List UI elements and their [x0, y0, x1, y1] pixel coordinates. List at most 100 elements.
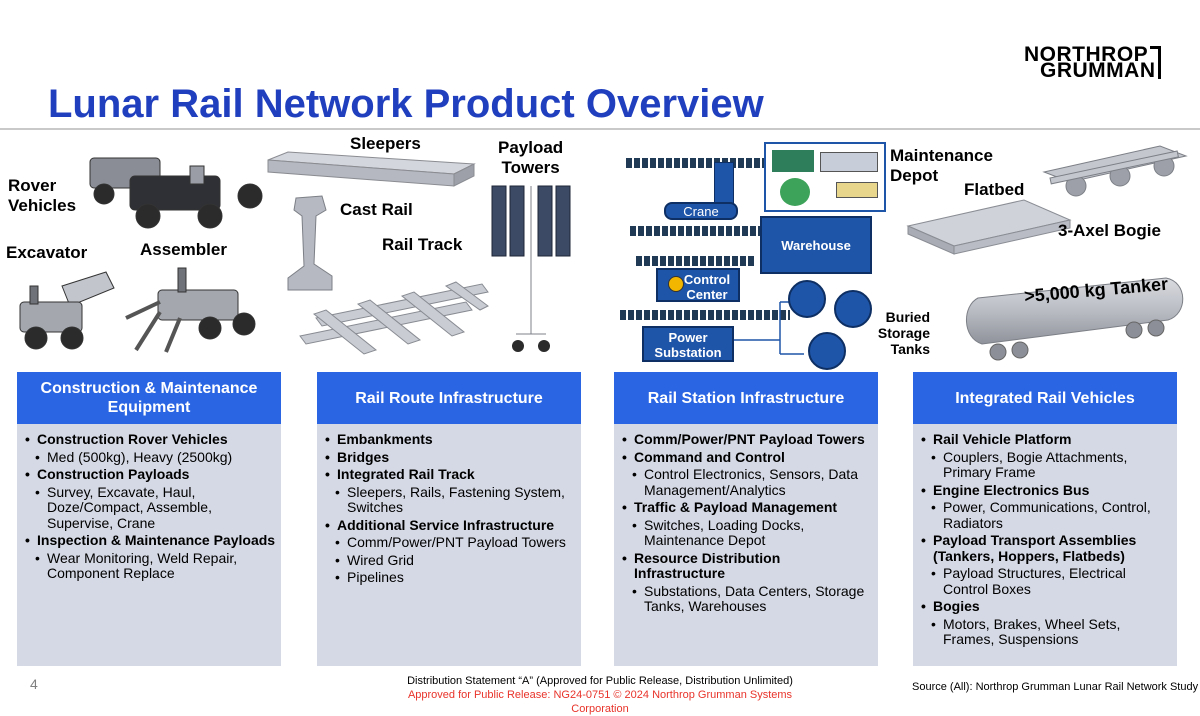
storage-tank-3 — [808, 332, 846, 370]
crane-box: Crane — [664, 202, 738, 220]
maintenance-depot-diagram — [764, 142, 886, 212]
column-list: Rail Vehicle PlatformCouplers, Bogie Att… — [919, 430, 1173, 648]
payload-towers-line-2: Towers — [501, 158, 560, 177]
column-list: Comm/Power/PNT Payload TowersCommand and… — [620, 430, 874, 615]
bullet-item: Integrated Rail Track — [323, 466, 577, 483]
flatbed-label: Flatbed — [964, 180, 1025, 199]
page-number: 4 — [30, 676, 38, 692]
bullet-item: Embankments — [323, 431, 577, 448]
rail-chain-3 — [636, 256, 756, 266]
rover-label-line-1: Rover — [8, 176, 57, 195]
column-header: Rail Station Infrastructure — [614, 372, 878, 424]
bullet-item: Bridges — [323, 449, 577, 466]
source-note: Source (All): Northrop Grumman Lunar Rai… — [912, 681, 1199, 693]
buried-tanks-line-2: Storage — [877, 325, 930, 341]
rail-chain-4 — [620, 310, 790, 320]
sub-bullet-item: Substations, Data Centers, Storage Tanks… — [620, 583, 874, 615]
payload-tower-illustration — [491, 185, 571, 352]
rail-track-illustration — [299, 281, 489, 355]
maintenance-depot-line-1: Maintenance — [890, 146, 993, 165]
buried-storage-tanks-label: Buried Storage Tanks — [868, 309, 930, 357]
maintenance-depot-label: Maintenance Depot — [890, 146, 993, 186]
depot-machine-3 — [836, 182, 878, 198]
storage-tank-2 — [834, 290, 872, 328]
cast-rail-label: Cast Rail — [340, 200, 413, 219]
column-construction: Construction & Maintenance Equipment Con… — [17, 372, 281, 666]
column-list: Construction Rover VehiclesMed (500kg), … — [23, 430, 277, 582]
depot-machine-1 — [772, 150, 814, 172]
distribution-statement: Distribution Statement “A” (Approved for… — [400, 674, 800, 716]
payload-towers-line-1: Payload — [498, 138, 564, 157]
column-rail-station: Rail Station Infrastructure Comm/Power/P… — [614, 372, 878, 666]
power-substation-line-2: Substation — [654, 345, 722, 360]
sub-bullet-item: Sleepers, Rails, Fastening System, Switc… — [323, 484, 577, 516]
bullet-item: Rail Vehicle Platform — [919, 431, 1173, 448]
payload-towers-label: Payload Towers — [498, 138, 563, 178]
bullet-item: Engine Electronics Bus — [919, 482, 1173, 499]
bullet-item: Inspection & Maintenance Payloads — [23, 532, 277, 549]
tank-connectors — [734, 301, 804, 355]
buried-tanks-line-3: Tanks — [890, 341, 930, 357]
bullet-item: Command and Control — [620, 449, 874, 466]
rail-track-label: Rail Track — [382, 235, 463, 254]
excavator-label: Excavator — [6, 243, 88, 262]
approval-text: Approved for Public Release: NG24-0751 ©… — [407, 689, 793, 715]
depot-gear — [780, 178, 810, 206]
logo-line-2: GRUMMAN — [1040, 59, 1156, 82]
bullet-item: Bogies — [919, 598, 1173, 615]
distribution-text: Distribution Statement “A” (Approved for… — [407, 675, 793, 687]
logo-line-1: NORTHROP — [1024, 43, 1149, 66]
assembler-illustration — [125, 267, 256, 353]
sub-bullet-item: Comm/Power/PNT Payload Towers — [323, 534, 577, 551]
sub-bullet-item: Survey, Excavate, Haul, Doze/Compact, As… — [23, 484, 277, 532]
sub-bullet-item: Switches, Loading Docks, Maintenance Dep… — [620, 517, 874, 549]
rail-chain-2 — [630, 226, 760, 236]
warehouse-box: Warehouse — [760, 216, 872, 274]
rail-chain-1 — [626, 158, 766, 168]
power-substation-box: Power Substation — [642, 326, 734, 362]
sub-bullet-item: Couplers, Bogie Attachments, Primary Fra… — [919, 449, 1173, 481]
bullet-item: Payload Transport Assemblies (Tankers, H… — [919, 532, 1173, 564]
control-center-indicator — [668, 276, 684, 292]
sleepers-label: Sleepers — [350, 134, 421, 153]
bullet-item: Construction Rover Vehicles — [23, 431, 277, 448]
logo-bracket — [1158, 46, 1161, 79]
flatbed-illustration — [906, 199, 1072, 255]
maintenance-depot-line-2: Depot — [890, 166, 939, 185]
sub-bullet-item: Wear Monitoring, Weld Repair, Component … — [23, 550, 277, 582]
sleeper-illustration — [267, 151, 476, 187]
tanker-illustration — [965, 277, 1184, 361]
rover-vehicles-label: Rover Vehicles — [8, 176, 76, 216]
bogie-label: 3-Axel Bogie — [1058, 221, 1161, 240]
column-header: Integrated Rail Vehicles — [913, 372, 1177, 424]
logo-bracket-top — [1150, 46, 1161, 49]
control-center-line-2: Center — [686, 287, 728, 302]
bullet-item: Comm/Power/PNT Payload Towers — [620, 431, 874, 448]
sub-bullet-item: Motors, Brakes, Wheel Sets, Frames, Susp… — [919, 616, 1173, 648]
sub-bullet-item: Med (500kg), Heavy (2500kg) — [23, 449, 277, 466]
sub-bullet-item: Power, Communications, Control, Radiator… — [919, 499, 1173, 531]
sub-bullet-item: Control Electronics, Sensors, Data Manag… — [620, 466, 874, 498]
cast-rail-illustration — [287, 195, 333, 291]
column-header: Rail Route Infrastructure — [317, 372, 581, 424]
storage-tank-1 — [788, 280, 826, 318]
column-header: Construction & Maintenance Equipment — [17, 372, 281, 424]
bullet-item: Resource Distribution Infrastructure — [620, 550, 874, 582]
bullet-item: Construction Payloads — [23, 466, 277, 483]
title-divider — [0, 128, 1200, 130]
assembler-label: Assembler — [140, 240, 227, 259]
bullet-item: Additional Service Infrastructure — [323, 517, 577, 534]
bogie-illustration — [1042, 145, 1188, 197]
column-rail-route: Rail Route Infrastructure EmbankmentsBri… — [317, 372, 581, 666]
northrop-grumman-logo: NORTHROP GRUMMAN — [1024, 43, 1164, 82]
rover-label-line-2: Vehicles — [8, 196, 77, 215]
sub-bullet-item: Pipelines — [323, 569, 577, 586]
sub-bullet-item: Payload Structures, Electrical Control B… — [919, 565, 1173, 597]
control-center-line-1: Control — [683, 272, 731, 287]
sub-bullet-item: Wired Grid — [323, 552, 577, 569]
rover-vehicles-illustration — [89, 157, 263, 229]
power-substation-line-1: Power — [668, 330, 708, 345]
excavator-illustration — [19, 271, 115, 350]
depot-machine-2 — [820, 152, 878, 172]
buried-tanks-line-1: Buried — [885, 309, 930, 325]
